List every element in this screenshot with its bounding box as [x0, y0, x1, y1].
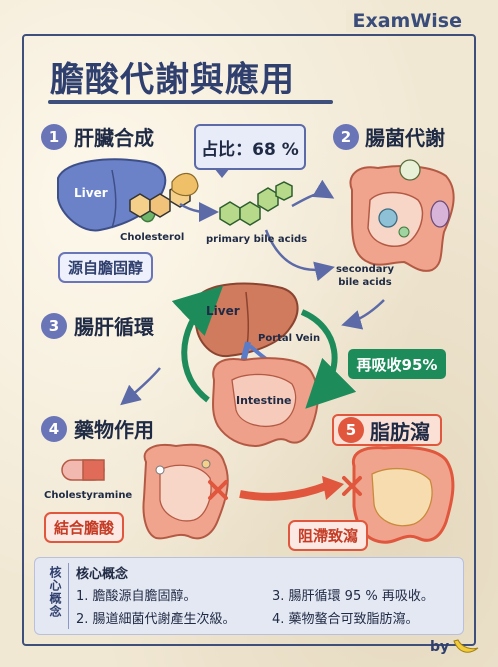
secondary-label-line1: secondary	[335, 264, 394, 275]
core-concepts-title: 核心概念	[76, 567, 129, 582]
ratio-bubble-tail	[214, 168, 230, 178]
banana-icon	[453, 639, 479, 653]
orange-arrow	[239, 482, 328, 501]
cholesterol-label: Cholesterol	[120, 232, 185, 243]
step-5-badge: 5	[338, 417, 364, 443]
cholestyramine-label: Cholestyramine	[44, 490, 133, 501]
page-frame	[22, 34, 476, 646]
step-4-label: 藥物作用	[74, 418, 154, 442]
core-item-4: 4. 藥物螯合可致脂肪瀉。	[272, 612, 419, 627]
step-4-tag: 結合膽酸	[44, 512, 125, 543]
step-3-badge: 3	[41, 313, 67, 339]
secondary-label-line2: bile acids	[338, 277, 392, 288]
bile-droplet-icon	[171, 172, 199, 197]
core-item-1: 1. 膽酸源自膽固醇。	[76, 589, 197, 604]
step-3-label: 腸肝循環	[74, 315, 154, 339]
step-1-label: 肝臟合成	[74, 126, 154, 150]
step-2-badge: 2	[333, 124, 359, 150]
title-underline	[48, 100, 333, 104]
ratio-bubble: 占比：68 %	[194, 124, 306, 170]
core-concepts-panel	[34, 557, 464, 635]
step-5-label: 脂肪瀉	[370, 420, 430, 444]
core-concepts-side-label: 核心概念	[48, 566, 62, 618]
step-4-badge: 4	[41, 416, 67, 442]
pill-icon	[61, 459, 105, 481]
step-5-tag: 阻滯致瀉	[288, 520, 369, 551]
page-title: 膽酸代謝與應用	[50, 60, 295, 100]
liver-1-label: Liver	[74, 186, 108, 200]
portal-vein-label: Portal Vein	[258, 333, 321, 344]
step-2-label: 腸菌代謝	[365, 126, 445, 150]
cross-mark-icon	[208, 480, 228, 500]
liver-2-label: Liver	[206, 304, 240, 318]
core-item-2: 2. 腸道細菌代謝產生次級。	[76, 612, 236, 627]
intestine-label: Intestine	[236, 394, 292, 407]
core-item-3: 3. 腸肝循環 95 % 再吸收。	[272, 589, 434, 604]
brand-logo: ExamWise	[346, 10, 468, 32]
step-1-tag: 源自膽固醇	[58, 252, 154, 283]
primary-bile-acids-label: primary bile acids	[206, 234, 308, 245]
byline: by	[430, 639, 450, 655]
core-divider	[68, 563, 69, 629]
bacteria-icon	[378, 208, 398, 228]
primary-bile-acid-molecule-icon	[219, 181, 293, 226]
reabsorb-badge: 再吸收95%	[348, 349, 446, 379]
step-1-badge: 1	[41, 124, 67, 150]
